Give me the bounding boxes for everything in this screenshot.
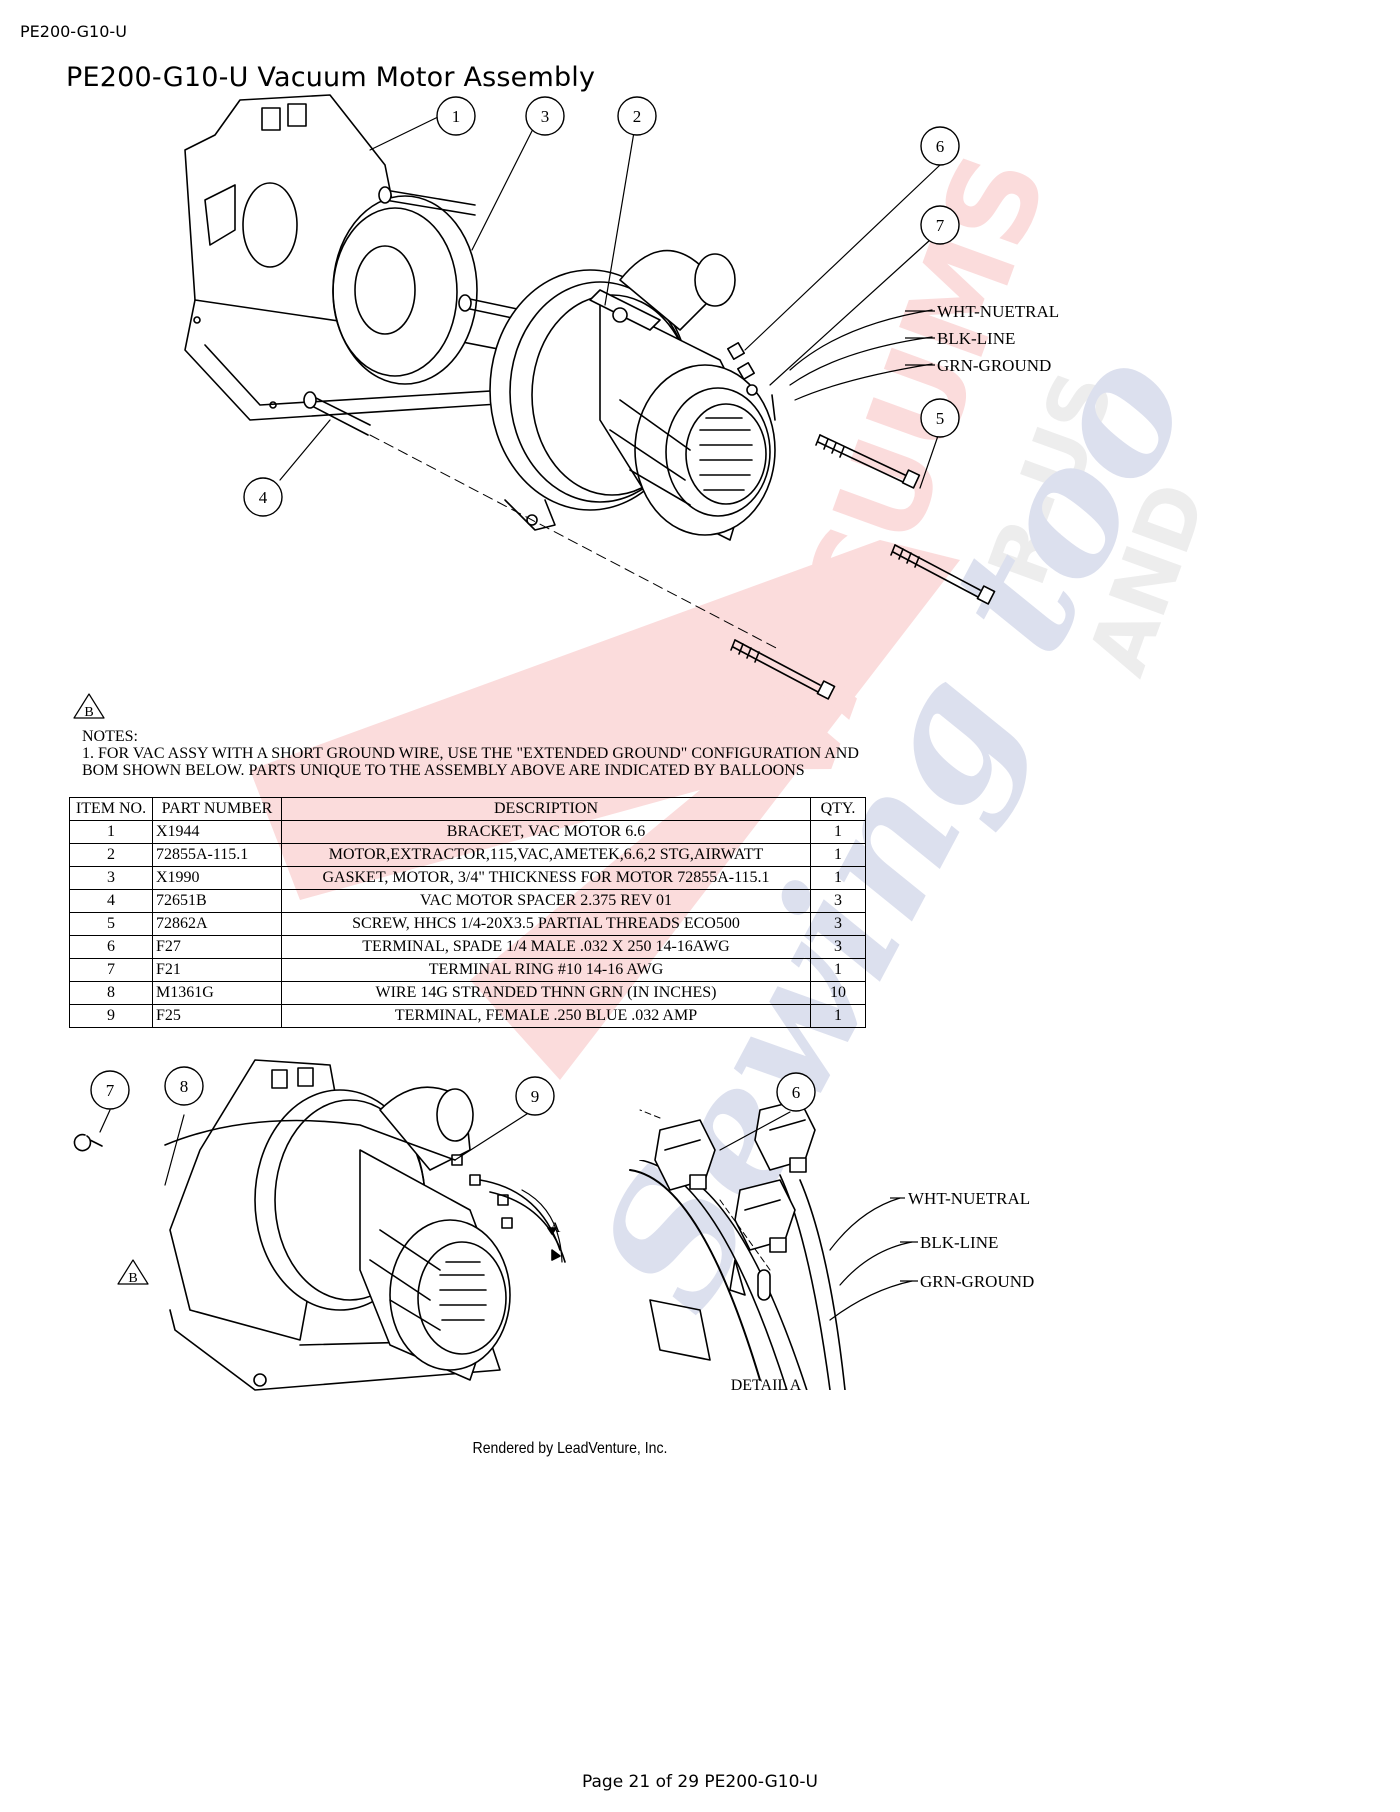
cell-item: 6 [69, 935, 153, 959]
table-row: 2 72855A-115.1 MOTOR,EXTRACTOR,115,VAC,A… [69, 843, 866, 867]
cell-description: GASKET, MOTOR, 3/4" THICKNESS FOR MOTOR … [281, 866, 811, 890]
wire-label-neutral: WHT-NUETRAL [908, 1189, 1030, 1208]
cell-qty: 3 [810, 912, 866, 936]
wire-label-ground: GRN-GROUND [920, 1272, 1034, 1291]
balloons-bottom [90, 1066, 816, 1116]
cell-part-number: M1361G [152, 981, 282, 1005]
cell-qty: 1 [810, 820, 866, 844]
cell-qty: 10 [810, 981, 866, 1005]
spacer-parts [303, 186, 561, 436]
revision-triangle-notes [73, 693, 105, 719]
wire-label-line: BLK-LINE [937, 329, 1015, 348]
cell-item: 9 [69, 1004, 153, 1028]
cell-part-number: 72855A-115.1 [152, 843, 282, 867]
screw-parts [730, 434, 996, 700]
cell-description: TERMINAL, FEMALE .250 BLUE .032 AMP [281, 1004, 811, 1028]
cell-part-number: F25 [152, 1004, 282, 1028]
table-row: 8 M1361G WIRE 14G STRANDED THNN GRN (IN … [69, 981, 866, 1005]
balloon-label: 9 [531, 1087, 540, 1106]
notes-section: NOTES: 1. FOR VAC ASSY WITH A SHORT GROU… [82, 728, 859, 779]
table-row: 7 F21 TERMINAL RING #10 14-16 AWG 1 [69, 958, 866, 982]
cell-part-number: 72651B [152, 889, 282, 913]
cell-qty: 1 [810, 843, 866, 867]
balloon-label: 3 [541, 107, 550, 126]
leader-lines-top [279, 115, 941, 489]
alignment-line [369, 434, 781, 651]
cell-item: 7 [69, 958, 153, 982]
cell-description: SCREW, HHCS 1/4-20X3.5 PARTIAL THREADS E… [281, 912, 811, 936]
cell-part-number: X1990 [152, 866, 282, 890]
leader-lines-bottom [99, 1109, 913, 1321]
cell-qty: 1 [810, 958, 866, 982]
table-row: 1 X1944 BRACKET, VAC MOTOR 6.6 1 [69, 820, 866, 844]
balloon-label: 8 [180, 1077, 189, 1096]
table-header-row: ITEM NO. PART NUMBER DESCRIPTION QTY. [69, 797, 866, 821]
page-footer: Page 21 of 29 PE200-G10-U [582, 1772, 818, 1792]
wire-label-line: BLK-LINE [920, 1233, 998, 1252]
balloon-label: 1 [452, 107, 461, 126]
cell-part-number: F27 [152, 935, 282, 959]
column-header-part-number: PART NUMBER [152, 797, 282, 821]
table-row: 3 X1990 GASKET, MOTOR, 3/4" THICKNESS FO… [69, 866, 866, 890]
notes-line-2: BOM SHOWN BELOW. PARTS UNIQUE TO THE ASS… [82, 762, 805, 779]
balloon-label: 7 [106, 1081, 115, 1100]
balloons-top [243, 96, 960, 517]
table-row: 5 72862A SCREW, HHCS 1/4-20X3.5 PARTIAL … [69, 912, 866, 936]
cell-description: TERMINAL, SPADE 1/4 MALE .032 X 250 14-1… [281, 935, 811, 959]
table-row: 6 F27 TERMINAL, SPADE 1/4 MALE .032 X 25… [69, 935, 866, 959]
cell-item: 2 [69, 843, 153, 867]
detail-caption: DETAIL A [731, 1377, 802, 1394]
cell-description: BRACKET, VAC MOTOR 6.6 [281, 820, 811, 844]
bom-table: ITEM NO. PART NUMBER DESCRIPTION QTY. 1 … [69, 797, 866, 1028]
document-code: PE200-G10-U [20, 22, 127, 41]
gasket-part [332, 195, 478, 385]
balloon-label: 4 [259, 488, 268, 507]
cell-description: MOTOR,EXTRACTOR,115,VAC,AMETEK,6.6,2 STG… [281, 843, 811, 867]
table-row: 4 72651B VAC MOTOR SPACER 2.375 REV 01 3 [69, 889, 866, 913]
table-row: 9 F25 TERMINAL, FEMALE .250 BLUE .032 AM… [69, 1004, 866, 1028]
balloon-label: 6 [936, 137, 945, 156]
revision-triangle-bottom [117, 1259, 149, 1285]
cell-qty: 1 [810, 866, 866, 890]
cell-item: 3 [69, 866, 153, 890]
cell-qty: 3 [810, 889, 866, 913]
revision-mark: B [84, 705, 93, 720]
rendered-by-credit: Rendered by LeadVenture, Inc. [472, 1440, 668, 1457]
cell-item: 5 [69, 912, 153, 936]
cell-item: 1 [69, 820, 153, 844]
cell-description: WIRE 14G STRANDED THNN GRN (IN INCHES) [281, 981, 811, 1005]
wire-label-ground: GRN-GROUND [937, 356, 1051, 375]
column-header-qty: QTY. [810, 797, 866, 821]
cell-part-number: X1944 [152, 820, 282, 844]
cell-item: 4 [69, 889, 153, 913]
column-header-description: DESCRIPTION [281, 797, 811, 821]
cell-description: VAC MOTOR SPACER 2.375 REV 01 [281, 889, 811, 913]
balloon-label: 6 [792, 1083, 801, 1102]
cell-part-number: 72862A [152, 912, 282, 936]
cell-description: TERMINAL RING #10 14-16 AWG [281, 958, 811, 982]
balloon-label: 7 [936, 216, 945, 235]
balloon-label: 5 [936, 409, 945, 428]
cell-qty: 3 [810, 935, 866, 959]
balloon-label: 2 [633, 107, 642, 126]
extended-ground-assembly [73, 1059, 566, 1391]
column-header-item: ITEM NO. [69, 797, 153, 821]
cell-item: 8 [69, 981, 153, 1005]
revision-mark: B [128, 1271, 137, 1286]
detail-callout-label: A [550, 1220, 561, 1236]
page-title: PE200-G10-U Vacuum Motor Assembly [66, 62, 596, 93]
notes-heading: NOTES: [82, 728, 138, 745]
cell-qty: 1 [810, 1004, 866, 1028]
motor-part [489, 249, 776, 541]
notes-line-1: 1. FOR VAC ASSY WITH A SHORT GROUND WIRE… [82, 745, 859, 762]
detail-a-terminals [639, 1099, 816, 1301]
wire-label-neutral: WHT-NUETRAL [937, 302, 1059, 321]
motor-terminals [727, 342, 776, 421]
cell-part-number: F21 [152, 958, 282, 982]
